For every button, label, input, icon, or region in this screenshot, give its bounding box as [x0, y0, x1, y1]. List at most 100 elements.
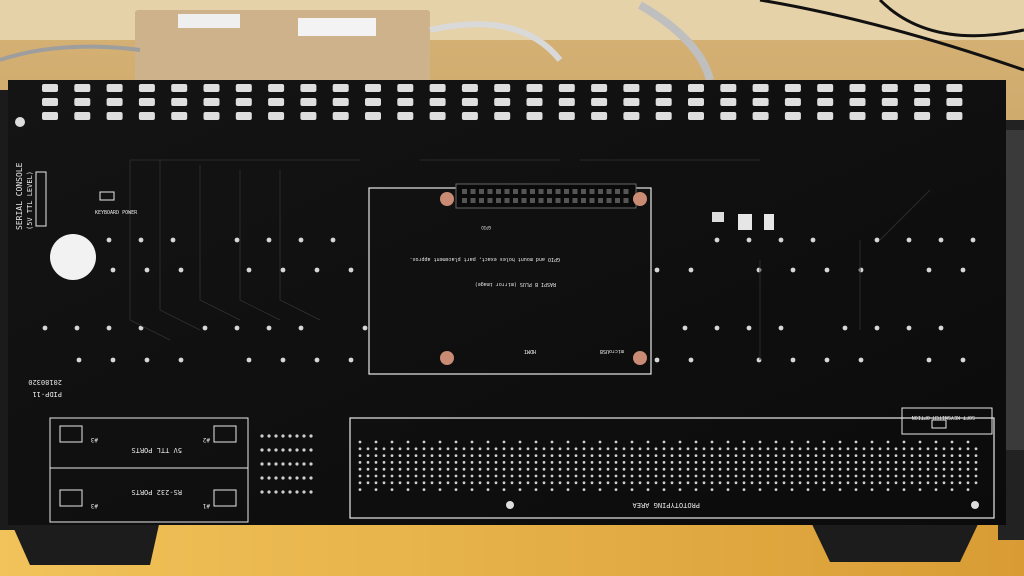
proto-hole — [502, 488, 506, 491]
proto-hole — [838, 454, 842, 457]
proto-hole — [558, 447, 562, 451]
port-via — [260, 476, 264, 480]
via — [810, 237, 816, 243]
proto-hole — [710, 481, 714, 485]
proto-hole — [574, 467, 578, 471]
proto-hole — [862, 467, 866, 471]
port-header-1 — [59, 425, 83, 443]
port-via — [267, 448, 271, 452]
port-via — [288, 448, 292, 452]
key-pad — [74, 112, 91, 120]
proto-hole — [646, 467, 650, 471]
grey-cable — [429, 21, 563, 62]
proto-hole — [574, 481, 578, 485]
gpio-pin — [581, 189, 586, 194]
proto-hole — [430, 447, 434, 451]
proto-hole — [598, 454, 602, 457]
proto-hole — [742, 447, 746, 451]
proto-hole — [414, 447, 418, 451]
via — [746, 325, 752, 331]
proto-hole — [878, 454, 882, 457]
proto-hole — [870, 481, 874, 485]
proto-hole — [670, 461, 674, 464]
proto-hole — [534, 474, 538, 478]
proto-hole — [406, 481, 410, 485]
proto-hole — [662, 454, 666, 457]
proto-hole — [494, 474, 498, 478]
proto-hole — [478, 481, 482, 485]
proto-hole — [886, 454, 890, 457]
proto-hole — [918, 447, 922, 451]
proto-hole — [638, 467, 642, 471]
key-pad — [300, 112, 317, 120]
proto-hole — [806, 474, 810, 478]
proto-hole — [734, 474, 738, 478]
proto-hole — [430, 461, 434, 464]
proto-hole — [966, 488, 970, 491]
proto-hole — [822, 447, 826, 451]
proto-hole — [702, 467, 706, 471]
proto-hole — [806, 440, 810, 444]
via — [234, 325, 240, 331]
left-foot — [10, 520, 160, 565]
proto-hole — [774, 440, 778, 444]
gpio-pin — [462, 198, 467, 203]
proto-hole — [814, 481, 818, 485]
proto-hole — [358, 440, 362, 444]
proto-hole — [894, 447, 898, 451]
proto-hole — [966, 481, 970, 485]
proto-hole — [710, 440, 714, 444]
proto-hole — [678, 488, 682, 491]
proto-hole — [622, 454, 626, 457]
proto-hole — [830, 461, 834, 464]
proto-hole — [790, 440, 794, 444]
proto-hole — [366, 467, 370, 471]
via — [654, 357, 660, 363]
proto-hole — [590, 461, 594, 464]
via — [654, 267, 660, 273]
port-via — [288, 476, 292, 480]
proto-hole — [766, 481, 770, 485]
proto-hole — [974, 474, 978, 478]
proto-hole — [822, 474, 826, 478]
via — [170, 237, 176, 243]
proto-hole — [502, 467, 506, 471]
key-pad — [817, 98, 834, 106]
proto-hole — [702, 461, 706, 464]
port-via — [309, 490, 313, 494]
placement-note: GPIO and mount holes exact, part placeme… — [409, 256, 560, 262]
proto-hole — [870, 488, 874, 491]
proto-hole — [518, 488, 522, 491]
key-pad — [429, 84, 446, 92]
proto-hole — [710, 454, 714, 457]
proto-hole — [854, 461, 858, 464]
proto-hole — [790, 481, 794, 485]
proto-hole — [534, 447, 538, 451]
proto-hole — [510, 474, 514, 478]
proto-hole — [398, 447, 402, 451]
proto-hole — [486, 461, 490, 464]
gpio-pin — [598, 189, 603, 194]
proto-hole — [422, 488, 426, 491]
proto-hole — [638, 461, 642, 464]
key-pad — [74, 98, 91, 106]
proto-hole — [678, 454, 682, 457]
proto-hole — [510, 461, 514, 464]
key-pad — [526, 112, 543, 120]
via — [138, 237, 144, 243]
proto-hole — [478, 467, 482, 471]
proto-hole — [542, 467, 546, 471]
proto-hole — [518, 461, 522, 464]
gpio-pin — [581, 198, 586, 203]
proto-hole — [574, 447, 578, 451]
proto-hole — [454, 488, 458, 491]
proto-hole — [870, 461, 874, 464]
proto-hole — [798, 461, 802, 464]
proto-hole — [374, 461, 378, 464]
key-pad — [300, 98, 317, 106]
proto-hole — [406, 447, 410, 451]
proto-hole — [950, 474, 954, 478]
proto-hole — [430, 474, 434, 478]
proto-hole — [910, 467, 914, 471]
proto-hole — [654, 481, 658, 485]
